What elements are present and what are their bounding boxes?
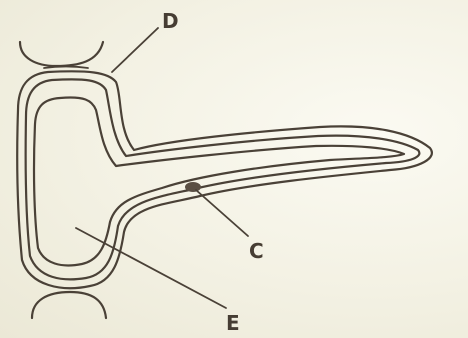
inner-lumen (34, 98, 404, 266)
label-d: D (162, 9, 179, 33)
middle-wall (26, 79, 420, 279)
leader-line-c (196, 190, 248, 236)
structure-c (185, 182, 201, 192)
outer-wall (17, 71, 432, 288)
leader-line-d (112, 28, 158, 72)
upper-adjacent-structure (20, 42, 103, 66)
lower-adjacent-structure (32, 292, 106, 318)
label-e: E (226, 311, 240, 335)
upper-adjacent-base (44, 67, 88, 69)
leader-line-e (76, 228, 226, 308)
label-c: C (249, 239, 264, 263)
